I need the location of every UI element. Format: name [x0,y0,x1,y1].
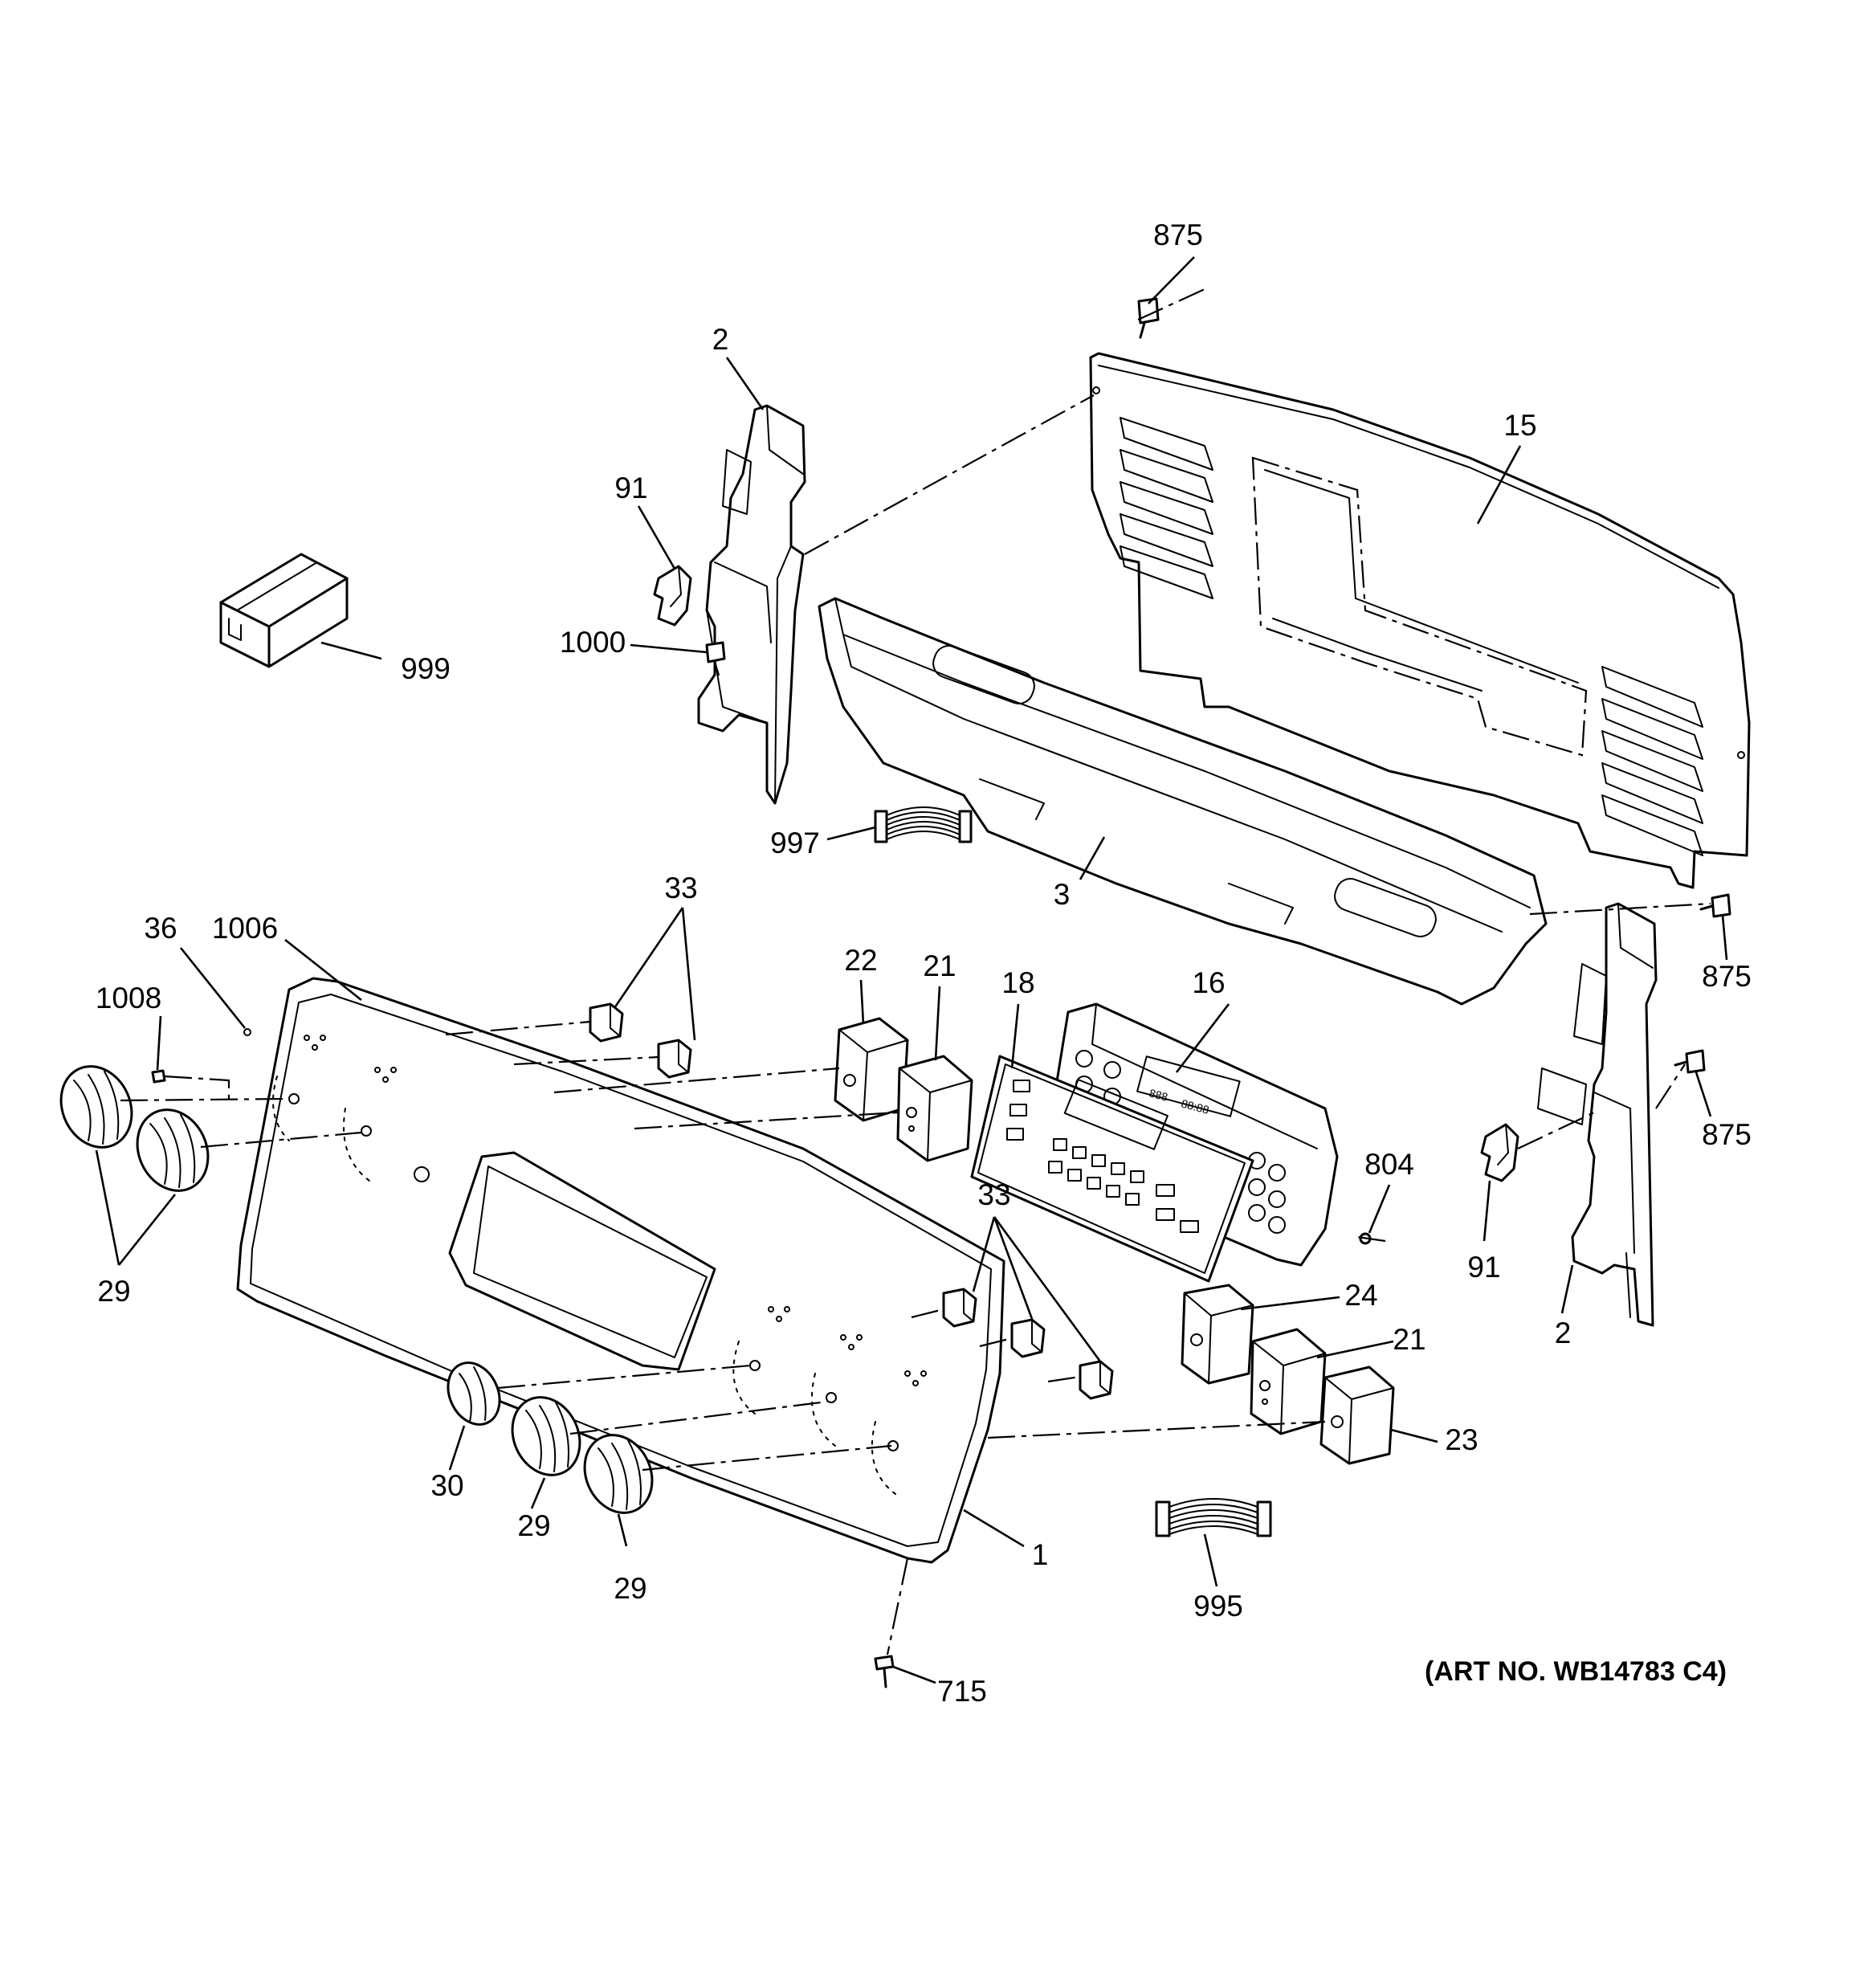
part-29-knob-low [583,1434,654,1514]
callout-33-bottom: 33 [977,1178,1010,1211]
callout-21-top: 21 [923,949,956,982]
callout-875-right-2: 875 [1702,1118,1752,1151]
part-23-switch [1319,1365,1395,1465]
art-number: (ART NO. WB14783 C4) [1425,1656,1727,1687]
part-24-switch [1181,1284,1254,1385]
callout-875-top: 875 [1153,218,1203,251]
callout-labels: 875 2 15 91 999 1000 997 3 875 875 33 36… [96,218,1752,1708]
callout-16: 16 [1192,966,1225,999]
part-33-clip-5 [1079,1360,1114,1400]
callout-3: 3 [1054,878,1071,911]
callout-15: 15 [1503,409,1536,442]
callout-999: 999 [401,652,451,685]
part-1-control-panel [236,977,1005,1564]
part-1008-screw [151,1069,166,1084]
part-29-knob-mid [511,1396,581,1476]
part-1000-screw [705,641,726,676]
part-91-left-clip [653,565,692,627]
callout-91-right: 91 [1467,1251,1500,1284]
part-2-right-side-bracket [1537,902,1658,1327]
callout-804: 804 [1364,1148,1414,1181]
part-18-keypad [970,1055,1254,1283]
part-997-harness [874,806,973,843]
callout-91-left: 91 [614,471,647,504]
callout-1008: 1008 [96,982,161,1014]
assembly-lines [120,288,1711,1655]
callout-2-left: 2 [712,323,729,356]
callout-21-bottom: 21 [1393,1323,1425,1356]
callout-22: 22 [844,944,877,977]
part-33-clip-4 [1010,1318,1046,1358]
part-2-left-side-bracket [697,404,806,805]
callout-29-mid: 29 [517,1509,550,1542]
callout-23: 23 [1445,1423,1478,1456]
part-36-pin [243,1028,251,1036]
board-left-digits: 888 [1148,1086,1169,1104]
callout-30: 30 [430,1469,463,1502]
part-29-knob-upper-left [59,1065,133,1149]
part-715-screw [874,1655,895,1688]
callout-36: 36 [144,912,177,945]
part-21-switch-top [896,1055,973,1162]
leader-lines [95,256,1728,1684]
callout-29-left: 29 [97,1275,130,1308]
part-3-trim-rail [818,597,1548,1006]
part-33-clip-1 [589,1002,624,1043]
part-29-knob-lower-left [136,1108,210,1192]
callout-997: 997 [770,827,820,859]
part-30-knob [447,1361,501,1426]
part-33-clip-3 [942,1288,977,1328]
callout-875-right-1: 875 [1702,960,1752,993]
callout-2-right: 2 [1555,1316,1572,1349]
callout-29-low: 29 [614,1572,646,1605]
part-875-right-screw-2 [1674,1049,1706,1074]
callout-1: 1 [1032,1538,1049,1571]
part-22-switch [834,1017,909,1122]
part-91-right-clip [1480,1123,1519,1182]
part-15-rear-panel [1089,352,1751,889]
callout-24: 24 [1344,1279,1377,1312]
part-21-switch-bottom [1250,1328,1327,1435]
callout-1000: 1000 [560,626,626,659]
part-995-harness [1155,1498,1272,1537]
callout-33-top: 33 [664,872,697,904]
part-875-right-screw-1 [1699,893,1731,918]
callout-715: 715 [937,1675,987,1708]
callout-18: 18 [1001,966,1034,999]
callout-1006: 1006 [212,912,278,945]
callout-995: 995 [1193,1590,1243,1623]
part-33-clip-2 [657,1039,692,1079]
part-999-box [219,553,349,668]
